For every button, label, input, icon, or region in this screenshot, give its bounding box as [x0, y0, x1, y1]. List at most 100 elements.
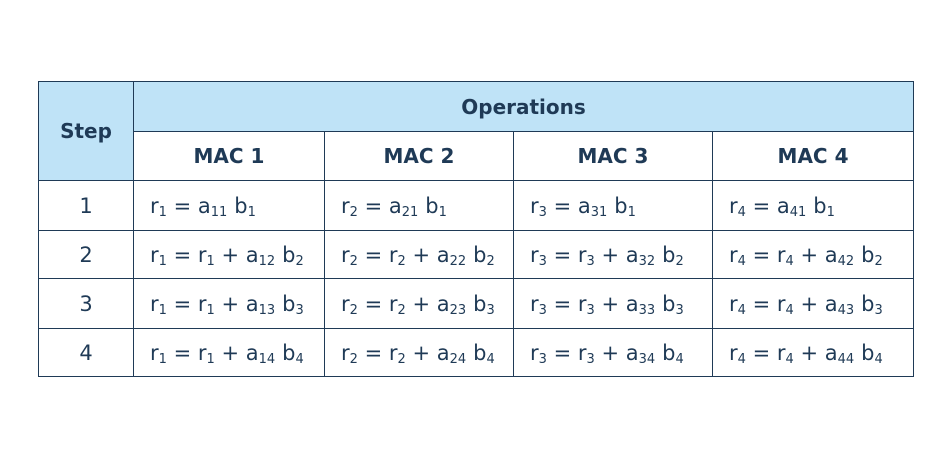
mac-1-header: MAC 1	[133, 131, 325, 181]
b-index: 1	[627, 204, 636, 220]
result-index: 2	[349, 204, 358, 220]
b-var: b	[282, 291, 296, 316]
a-var: a	[824, 242, 838, 267]
accum-index: 3	[586, 351, 595, 367]
a-index: 33	[638, 302, 656, 318]
accum-index: 1	[206, 253, 215, 269]
accum-var: r	[776, 242, 786, 267]
a-var: a	[824, 340, 838, 365]
mac-operations-table: Step Operations MAC 1 MAC 2 MAC 3 MAC 4 …	[38, 81, 915, 377]
result-index: 1	[158, 204, 167, 220]
step-number: 1	[38, 180, 134, 231]
b-var: b	[282, 340, 296, 365]
result-var: r	[341, 242, 350, 267]
accum-index: 1	[206, 351, 215, 367]
result-var: r	[729, 340, 738, 365]
b-index: 1	[826, 204, 835, 220]
b-index: 3	[486, 302, 495, 318]
b-index: 2	[486, 253, 495, 269]
accum-var: r	[388, 291, 398, 316]
accum-index: 3	[586, 302, 595, 318]
b-var: b	[861, 340, 875, 365]
a-var: a	[625, 291, 639, 316]
a-index: 14	[258, 351, 276, 367]
b-var: b	[473, 340, 487, 365]
a-index: 11	[210, 204, 228, 220]
a-index: 44	[837, 351, 855, 367]
b-index: 2	[295, 253, 304, 269]
b-var: b	[425, 193, 439, 218]
a-index: 43	[837, 302, 855, 318]
a-var: a	[245, 242, 259, 267]
result-index: 2	[349, 253, 358, 269]
b-var: b	[813, 193, 827, 218]
b-index: 1	[438, 204, 447, 220]
mac-3-header: MAC 3	[513, 131, 713, 181]
b-var: b	[473, 242, 487, 267]
accum-var: r	[577, 291, 587, 316]
a-index: 23	[449, 302, 467, 318]
result-var: r	[729, 242, 738, 267]
a-var: a	[625, 242, 639, 267]
a-index: 13	[258, 302, 276, 318]
result-index: 3	[538, 204, 547, 220]
a-index: 31	[590, 204, 608, 220]
result-var: r	[530, 291, 539, 316]
accum-index: 1	[206, 302, 215, 318]
accum-var: r	[197, 291, 207, 316]
step-header: Step	[38, 81, 134, 181]
accum-index: 3	[586, 253, 595, 269]
result-var: r	[341, 340, 350, 365]
b-index: 4	[486, 351, 495, 367]
accum-var: r	[577, 340, 587, 365]
result-index: 4	[737, 204, 746, 220]
result-index: 1	[158, 302, 167, 318]
a-var: a	[245, 291, 259, 316]
accum-var: r	[197, 340, 207, 365]
b-var: b	[861, 291, 875, 316]
a-index: 41	[789, 204, 807, 220]
a-var: a	[577, 193, 591, 218]
result-index: 1	[158, 351, 167, 367]
b-index: 2	[874, 253, 883, 269]
a-var: a	[776, 193, 790, 218]
a-index: 21	[401, 204, 419, 220]
a-index: 22	[449, 253, 467, 269]
result-var: r	[150, 193, 159, 218]
a-index: 24	[449, 351, 467, 367]
b-index: 2	[675, 253, 684, 269]
b-var: b	[662, 291, 676, 316]
result-var: r	[150, 291, 159, 316]
b-var: b	[861, 242, 875, 267]
b-var: b	[614, 193, 628, 218]
mac-4-header: MAC 4	[711, 131, 915, 181]
a-var: a	[245, 340, 259, 365]
accum-index: 2	[397, 351, 406, 367]
result-var: r	[530, 242, 539, 267]
result-var: r	[530, 193, 539, 218]
accum-index: 4	[785, 253, 794, 269]
accum-index: 2	[397, 302, 406, 318]
a-var: a	[388, 193, 402, 218]
result-index: 1	[158, 253, 167, 269]
accum-var: r	[388, 340, 398, 365]
b-var: b	[662, 242, 676, 267]
b-var: b	[282, 242, 296, 267]
b-index: 3	[675, 302, 684, 318]
accum-index: 4	[785, 302, 794, 318]
